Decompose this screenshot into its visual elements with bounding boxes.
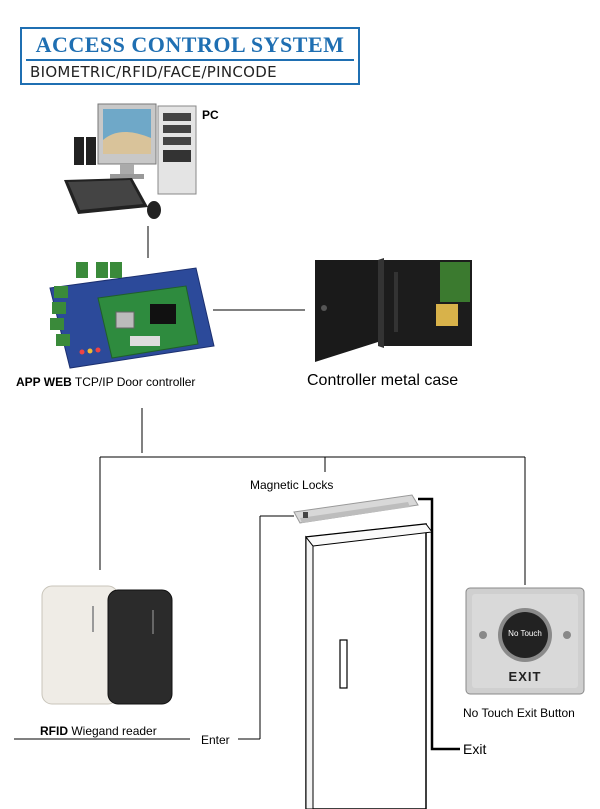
pc-icon — [64, 103, 197, 219]
rfid-label-bold: RFID — [40, 724, 68, 738]
exit-button-plate-text: EXIT — [508, 669, 542, 684]
controller-label: APP WEB TCP/IP Door controller — [16, 375, 195, 389]
magnetic-lock-icon — [293, 494, 419, 524]
exit-button-label: No Touch Exit Button — [463, 706, 575, 720]
page-subtitle: BIOMETRIC/RFID/FACE/PINCODE — [30, 63, 277, 81]
door-controller-icon — [49, 262, 215, 369]
rfid-label-rest: Wiegand reader — [68, 724, 157, 738]
exit-button-face-text: No Touch — [508, 629, 542, 638]
controller-label-rest: TCP/IP Door controller — [71, 375, 196, 389]
pc-label: PC — [202, 108, 219, 122]
rfid-reader-label: RFID Wiegand reader — [40, 724, 157, 738]
door-icon — [305, 523, 433, 809]
magnetic-locks-label: Magnetic Locks — [250, 478, 334, 492]
page-title: ACCESS CONTROL SYSTEM — [35, 32, 345, 57]
exit-label: Exit — [463, 741, 487, 757]
enter-label: Enter — [201, 733, 230, 747]
metal-case-icon — [315, 258, 472, 362]
rfid-reader-icon — [41, 585, 173, 705]
metal-case-label: Controller metal case — [307, 372, 459, 389]
wire-exit — [418, 497, 460, 751]
exit-button-icon — [465, 587, 585, 695]
controller-label-bold: APP WEB — [16, 375, 72, 389]
title-box: ACCESS CONTROL SYSTEM BIOMETRIC/RFID/FAC… — [20, 27, 360, 85]
title-divider — [26, 59, 354, 61]
